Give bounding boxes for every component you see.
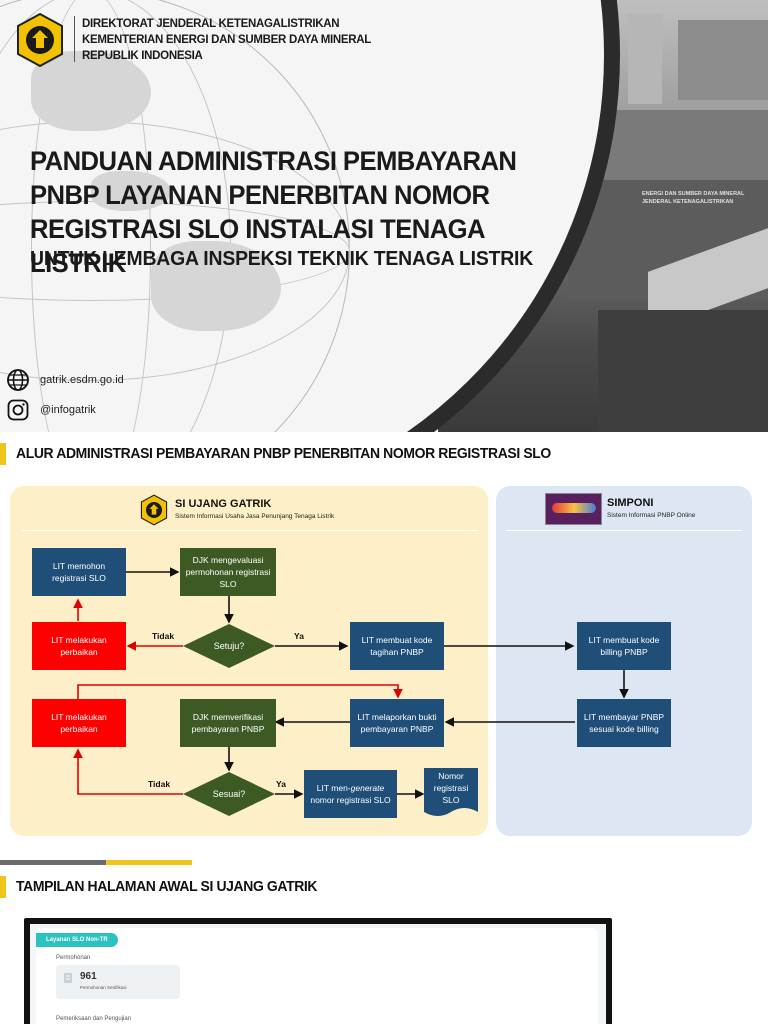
permohonan-count: 961 [80, 971, 97, 982]
permohonan-label: Permohonan [56, 955, 91, 961]
esdm-logo [17, 12, 63, 68]
node-lit-billing: LIT membuat kode billing PNBP [577, 622, 671, 670]
globe-illustration [0, 0, 350, 432]
esdm-logo-small [140, 494, 168, 526]
website-contact[interactable]: gatrik.esdm.go.id [6, 368, 124, 392]
simponi-name: SIMPONI [607, 497, 654, 509]
permohonan-count-label: Permohonan Sertifikasi [80, 985, 127, 990]
organization-name: DIREKTORAT JENDERAL KETENAGALISTRIKAN KE… [82, 18, 371, 62]
permohonan-stat-card[interactable] [56, 965, 180, 999]
label-no-2: Tidak [148, 779, 171, 789]
cover: ENERGI DAN SUMBER DAYA MINERAL JENDERAL … [0, 0, 768, 432]
node-lit-fix-2: LIT melakukan perbaikan [32, 699, 126, 747]
decision-match: Sesuai? [183, 772, 275, 816]
section-title-flow: ALUR ADMINISTRASI PEMBAYARAN PNBP PENERB… [16, 445, 551, 462]
simponi-desc: Sistem Informasi PNBP Online [607, 512, 696, 519]
node-djk-evaluate: DJK mengevaluasi permohonan registrasi S… [180, 548, 276, 596]
si-ujang-gatrik-name: SI UJANG GATRIK [175, 498, 272, 510]
node-lit-request: LIT memohon registrasi SLO [32, 548, 126, 596]
node-lit-generate: LIT men-generate nomor registrasi SLO [304, 770, 397, 818]
label-yes-1: Ya [294, 631, 304, 641]
website-text: gatrik.esdm.go.id [40, 374, 124, 386]
node-lit-pay: LIT membayar PNBP sesuai kode billing [577, 699, 671, 747]
section-title-preview: TAMPILAN HALAMAN AWAL SI UJANG GATRIK [16, 878, 318, 895]
si-ujang-gatrik-desc: Sistem Informasi Usaha Jasa Penunjang Te… [175, 513, 335, 520]
node-lit-invoice: LIT membuat kode tagihan PNBP [350, 622, 444, 670]
section-accent-bar-2 [0, 876, 6, 898]
section-accent-bar [0, 443, 6, 465]
decision-approve: Setuju? [183, 624, 275, 668]
logo-divider [74, 16, 75, 62]
node-lit-report: LIT melaporkan bukti pembayaran PNBP [350, 699, 444, 747]
instagram-contact[interactable]: @infogatrik [6, 398, 96, 422]
document-title: PANDUAN ADMINISTRASI PEMBAYARAN PNBP LAY… [30, 146, 517, 278]
node-document: Nomor registrasi SLO [424, 768, 478, 820]
simponi-logo [545, 493, 602, 525]
section-divider-dark [0, 860, 106, 865]
globe-icon [7, 369, 29, 391]
building-sign: ENERGI DAN SUMBER DAYA MINERAL JENDERAL … [642, 191, 745, 205]
pemeriksaan-label: Pemeriksaan dan Pengujian [56, 1016, 132, 1022]
document-icon [64, 973, 72, 983]
label-yes-2: Ya [276, 779, 286, 789]
tab-layanan-slo[interactable]: Layanan SLO Non-TR [36, 933, 118, 947]
document-subtitle: UNTUK LEMBAGA INSPEKSI TEKNIK TENAGA LIS… [30, 248, 534, 270]
node-djk-verify: DJK memverifikasi pembayaran PNBP [180, 699, 276, 747]
instagram-text: @infogatrik [40, 404, 96, 416]
label-no-1: Tidak [152, 631, 175, 641]
node-lit-fix-1: LIT melakukan perbaikan [32, 622, 126, 670]
instagram-icon [7, 399, 29, 421]
